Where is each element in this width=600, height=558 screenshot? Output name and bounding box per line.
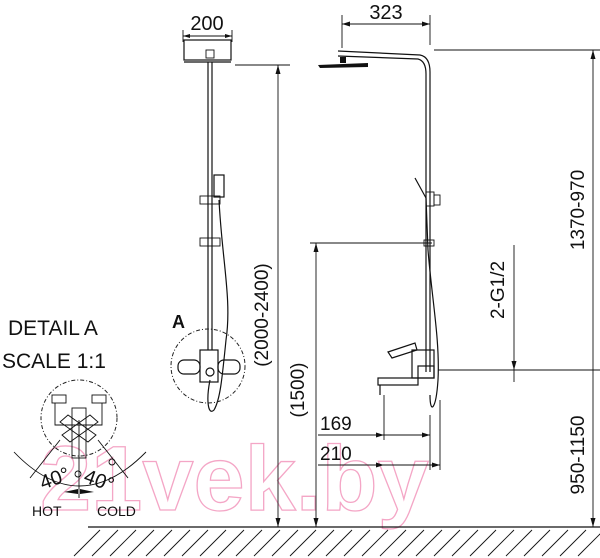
hatch-line xyxy=(343,529,371,557)
floor-hatch xyxy=(73,526,600,557)
hatch-line xyxy=(289,529,317,557)
hatch-line xyxy=(163,529,191,557)
detail-scale: SCALE 1:1 xyxy=(2,350,106,373)
dim-head-width: 200 xyxy=(190,13,223,35)
hatch-line xyxy=(181,529,209,557)
detail-title: DETAIL A xyxy=(8,317,98,340)
hatch-line xyxy=(73,529,101,557)
hatch-line xyxy=(541,529,569,557)
hatch-line xyxy=(379,529,407,557)
dim-inlet-thread: 2-G1/2 xyxy=(488,261,509,319)
right-dimensions: 1370-970 950-1150 2-G1/2 169 210 xyxy=(318,50,600,527)
cold-label: COLD xyxy=(97,503,136,519)
hatch-line xyxy=(397,529,425,557)
hatch-line xyxy=(127,529,155,557)
dim-total-height: (2000-2400) xyxy=(252,263,273,367)
hatch-line xyxy=(109,529,137,557)
watermark: 21vek.by xyxy=(40,428,429,530)
dim-spout-169: 169 xyxy=(320,414,352,435)
hatch-line xyxy=(487,529,515,557)
detail-a: DETAIL A SCALE 1:1 40° 40° HOT COLD xyxy=(2,317,147,519)
front-view-shower: A 200 xyxy=(170,13,246,412)
hatch-line xyxy=(271,529,299,557)
hatch-line xyxy=(523,529,551,557)
dim-lower-range: 950-1150 xyxy=(568,416,589,495)
dim-mixer-height: (1500) xyxy=(288,363,309,418)
hatch-line xyxy=(469,529,497,557)
hatch-line xyxy=(361,529,389,557)
dim-upper-range: 1370-970 xyxy=(568,170,589,250)
hatch-line xyxy=(253,529,281,557)
hatch-line xyxy=(145,529,173,557)
hot-label: HOT xyxy=(32,503,62,519)
hatch-line xyxy=(199,529,227,557)
hatch-line xyxy=(415,529,443,557)
detail-marker: A xyxy=(172,312,185,332)
hatch-line xyxy=(559,529,587,557)
hatch-line xyxy=(505,529,533,557)
hatch-line xyxy=(217,529,245,557)
hatch-line xyxy=(325,529,353,557)
hatch-line xyxy=(451,529,479,557)
hatch-line xyxy=(307,529,335,557)
side-view-shower: 323 xyxy=(318,2,600,408)
hatch-line xyxy=(577,533,600,557)
height-dimensions: (2000-2400) (1500) xyxy=(235,64,432,527)
dim-arm-reach: 323 xyxy=(369,2,402,24)
hatch-line xyxy=(91,529,119,557)
dim-spout-210: 210 xyxy=(320,444,352,465)
hatch-line xyxy=(235,529,263,557)
hatch-line xyxy=(433,529,461,557)
